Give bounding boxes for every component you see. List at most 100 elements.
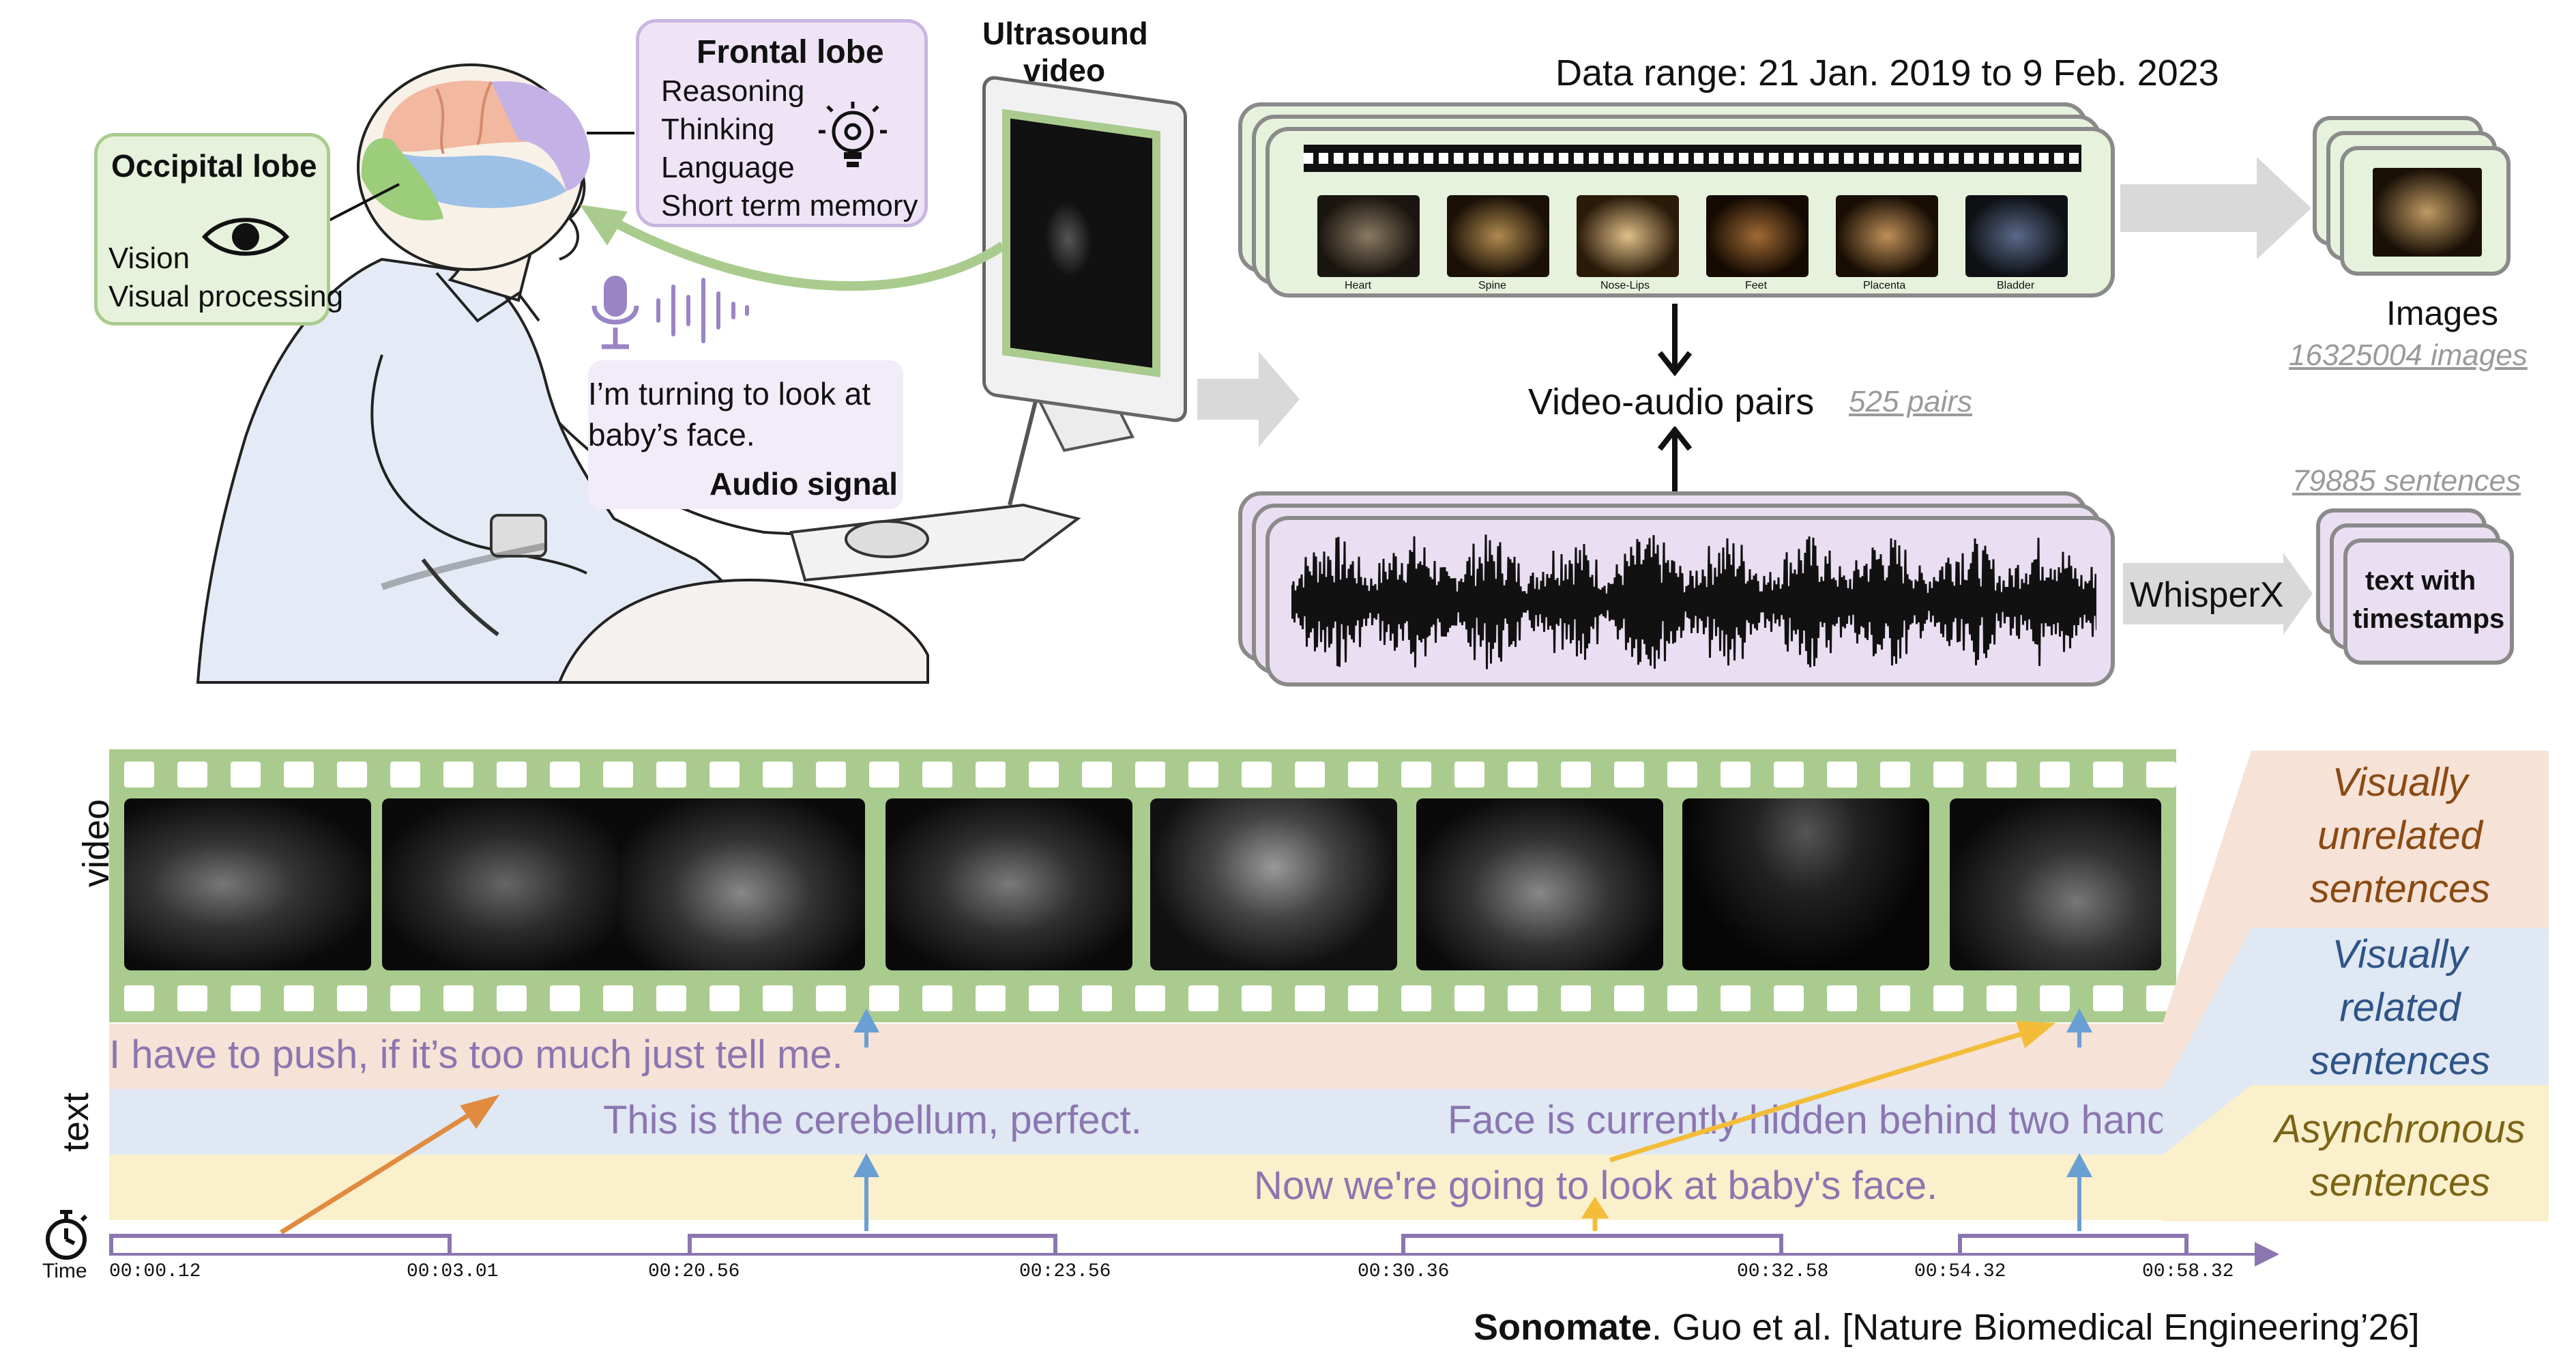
video-thumbnail bbox=[1836, 195, 1938, 277]
lightbulb-gear-icon bbox=[819, 102, 887, 167]
film-sprocket-hole bbox=[763, 762, 793, 788]
time-label: Time bbox=[42, 1260, 87, 1282]
timestamp: 00:00.12 bbox=[109, 1261, 201, 1282]
film-sprocket-hole bbox=[1135, 985, 1165, 1011]
time-axis-arrowhead bbox=[2255, 1242, 2279, 1267]
film-sprocket-hole bbox=[443, 985, 473, 1011]
film-sprocket-hole bbox=[1827, 985, 1857, 1011]
film-holes-bottom bbox=[109, 985, 2176, 1011]
film-sprocket-hole bbox=[1188, 762, 1218, 788]
video-audio-pairs-label: Video-audio pairs bbox=[1528, 381, 1815, 422]
category-async-line: sentences bbox=[2309, 1160, 2491, 1204]
speech-line1: I’m turning to look at bbox=[588, 376, 871, 411]
film-sprocket-hole bbox=[1721, 762, 1751, 788]
film-sprocket-hole bbox=[1561, 985, 1591, 1011]
video-audio-pairs-count: 525 pairs bbox=[1849, 385, 1973, 418]
video-thumbnail bbox=[1317, 195, 1420, 277]
film-strip-highlight bbox=[1304, 153, 2081, 164]
film-sprocket-hole bbox=[337, 762, 367, 788]
text-stack-line2: timestamps bbox=[2353, 604, 2505, 634]
film-sprocket-hole bbox=[656, 762, 686, 788]
film-sprocket-hole bbox=[124, 985, 154, 1011]
audio-card-front bbox=[1265, 516, 2115, 687]
whisperx-arrow: WhisperX bbox=[2123, 553, 2314, 635]
film-sprocket-hole bbox=[2093, 762, 2123, 788]
date-range: Data range: 21 Jan. 2019 to 9 Feb. 2023 bbox=[1555, 53, 2219, 93]
audio-waveform bbox=[1291, 534, 2096, 669]
caption-rest: . Guo et al. [Nature Biomedical Engineer… bbox=[1652, 1307, 2420, 1348]
thumb-label: Placenta bbox=[1863, 280, 1906, 291]
visual-signal-arrow bbox=[580, 205, 1006, 291]
time-bracket bbox=[688, 1234, 1057, 1254]
film-sprocket-hole bbox=[177, 985, 207, 1011]
video-card-front: Heart Spine Nose-Lips Feet Placenta Blad… bbox=[1265, 127, 2115, 298]
image-card-ultrasound bbox=[2373, 168, 2482, 257]
timestamp: 00:03.01 bbox=[407, 1261, 499, 1282]
video-thumbnail bbox=[1577, 195, 1679, 277]
sentence-look-face: Now we're going to look at baby's face. bbox=[1254, 1164, 1938, 1208]
film-sprocket-hole bbox=[124, 762, 154, 788]
thumb-label: Spine bbox=[1478, 280, 1506, 291]
video-down-arrow bbox=[1657, 304, 1693, 377]
film-sprocket-hole bbox=[603, 762, 633, 788]
video-film-strip bbox=[1304, 145, 2081, 172]
film-sprocket-hole bbox=[603, 985, 633, 1011]
time-bracket bbox=[1401, 1234, 1783, 1254]
thumb-label: Nose-Lips bbox=[1600, 280, 1650, 291]
monitor-ultrasound-image bbox=[1044, 198, 1092, 280]
video-to-images-arrow bbox=[2120, 157, 2311, 259]
text-card-front: text with timestamps bbox=[2343, 538, 2514, 665]
film-sprocket-hole bbox=[231, 985, 261, 1011]
film-sprocket-hole bbox=[2093, 985, 2123, 1011]
film-sprocket-hole bbox=[550, 762, 580, 788]
audio-up-arrow bbox=[1657, 427, 1693, 498]
film-sprocket-hole bbox=[1614, 985, 1644, 1011]
film-sprocket-hole bbox=[284, 762, 314, 788]
film-sprocket-hole bbox=[231, 762, 261, 788]
film-sprocket-hole bbox=[497, 985, 527, 1011]
time-axis bbox=[109, 1253, 2258, 1256]
video-thumbnail bbox=[1706, 195, 1809, 277]
film-sprocket-hole bbox=[976, 762, 1006, 788]
film-sprocket-hole bbox=[1401, 762, 1431, 788]
frontal-lobe-item: Language bbox=[661, 151, 795, 184]
film-sprocket-hole bbox=[1508, 985, 1538, 1011]
film-sprocket-hole bbox=[1827, 762, 1857, 788]
film-sprocket-hole bbox=[976, 985, 1006, 1011]
film-sprocket-hole bbox=[2040, 985, 2070, 1011]
category-async-line: Asynchronous bbox=[2274, 1107, 2526, 1151]
film-sprocket-hole bbox=[1508, 762, 1538, 788]
frontal-lobe-item: Reasoning bbox=[661, 74, 805, 108]
images-count: 16325004 images bbox=[2289, 338, 2528, 372]
film-sprocket-hole bbox=[1188, 985, 1218, 1011]
film-sprocket-hole bbox=[177, 762, 207, 788]
sentences-count: 79885 sentences bbox=[2292, 464, 2521, 497]
thumb-label: Feet bbox=[1745, 280, 1768, 291]
eye-icon bbox=[201, 218, 290, 256]
occipital-lobe-title: Occipital lobe bbox=[111, 148, 317, 184]
timestamp: 00:23.56 bbox=[1019, 1261, 1111, 1282]
timeline-film-strip bbox=[109, 749, 2176, 1022]
occipital-lobe-item: Visual processing bbox=[108, 280, 344, 313]
film-sprocket-hole bbox=[1454, 762, 1484, 788]
images-stack bbox=[2313, 116, 2531, 293]
video-thumbnail bbox=[1447, 195, 1549, 277]
occipital-lobe-item: Vision bbox=[108, 242, 190, 275]
occipital-lobe-box: Occipital lobe Vision Visual processing bbox=[94, 133, 343, 326]
thumb-label: Heart bbox=[1345, 280, 1372, 291]
film-sprocket-hole bbox=[497, 762, 527, 788]
video-thumbnail bbox=[1965, 195, 2068, 277]
ultrasound-label-line1: Ultrasound bbox=[982, 16, 1148, 51]
audio-signal-label: Audio signal bbox=[709, 466, 898, 502]
caption: Sonomate. Guo et al. [Nature Biomedical … bbox=[1474, 1306, 2420, 1348]
film-sprocket-hole bbox=[1721, 985, 1751, 1011]
time-bracket bbox=[109, 1234, 452, 1254]
ultrasound-frame bbox=[382, 798, 629, 970]
images-label: Images bbox=[2386, 294, 2498, 332]
scene-to-pipeline-arrow bbox=[1197, 351, 1300, 447]
film-sprocket-hole bbox=[1135, 762, 1165, 788]
category-related-line: sentences bbox=[2309, 1039, 2491, 1083]
microphone-icon bbox=[591, 276, 639, 349]
film-sprocket-hole bbox=[869, 762, 899, 788]
film-sprocket-hole bbox=[1348, 762, 1378, 788]
